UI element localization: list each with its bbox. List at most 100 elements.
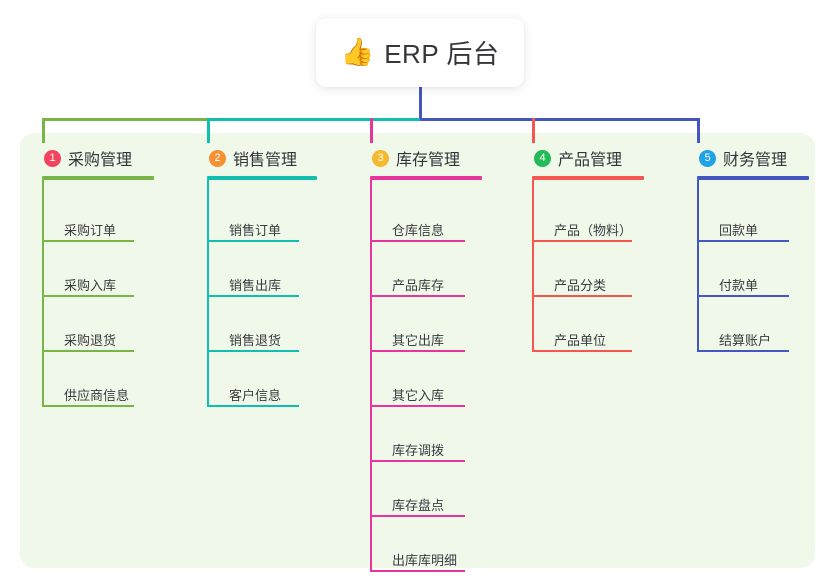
branch-item-label: 产品（物料） — [554, 223, 633, 238]
branch-item-label: 其它出库 — [392, 333, 445, 348]
branch-item[interactable]: 产品分类 — [532, 242, 644, 297]
branch-item-rule — [207, 295, 299, 297]
branch-item-rule — [207, 240, 299, 242]
branch-item-rule — [207, 405, 299, 407]
branch-item[interactable]: 付款单 — [697, 242, 809, 297]
branch-item-rule — [532, 350, 632, 352]
branch-item[interactable]: 库存盘点 — [370, 462, 482, 517]
branch-item-label: 销售订单 — [229, 223, 282, 238]
branch-header-3[interactable]: 3 库存管理 — [370, 145, 482, 171]
branch-column-产品管理: 4 产品管理产品（物料） 产品分类产品单位 — [532, 145, 644, 352]
root-stem-connector — [419, 87, 422, 121]
branch-item-label: 产品库存 — [392, 278, 445, 293]
branch-item[interactable]: 采购入库 — [42, 242, 154, 297]
branch-title: 财务管理 — [723, 152, 788, 169]
branch-item-label: 仓库信息 — [392, 223, 445, 238]
branch-item-label: 采购入库 — [64, 278, 117, 293]
branch-number-badge: 3 — [372, 149, 389, 167]
branch-item[interactable]: 产品（物料） — [532, 180, 644, 242]
branch-drop-connector-5 — [697, 118, 700, 143]
branch-item[interactable]: 其它入库 — [370, 352, 482, 407]
branch-item[interactable]: 采购退货 — [42, 297, 154, 352]
branch-header-1[interactable]: 1 采购管理 — [42, 145, 154, 171]
branch-item[interactable]: 仓库信息 — [370, 180, 482, 242]
branch-item-list: 仓库信息产品库存其它出库其它入库库存调拨库存盘点出库库明细 — [370, 180, 482, 572]
branch-item-rule — [370, 570, 465, 572]
branch-item-label: 供应商信息 — [64, 388, 130, 403]
branch-header-rule — [207, 176, 317, 180]
branch-item[interactable]: 销售订单 — [207, 180, 317, 242]
branch-item-rule — [42, 350, 134, 352]
branch-item[interactable]: 产品单位 — [532, 297, 644, 352]
branch-item[interactable]: 出库库明细 — [370, 517, 482, 572]
branch-drop-connector-2 — [207, 118, 210, 143]
branch-header-4[interactable]: 4 产品管理 — [532, 145, 644, 171]
branch-trunk-line — [207, 180, 209, 407]
branch-item-label: 库存调拨 — [392, 443, 445, 458]
branch-item-list: 销售订单销售出库销售退货客户信息 — [207, 180, 317, 407]
branch-item-rule — [42, 240, 134, 242]
branch-item[interactable]: 结算账户 — [697, 297, 809, 352]
branch-item-rule — [532, 240, 632, 242]
branch-item-rule — [697, 295, 789, 297]
root-node-label: ERP 后台 — [384, 39, 500, 69]
branch-column-库存管理: 3 库存管理仓库信息产品库存其它出库其它入库库存调拨库存盘点出库库明细 — [370, 145, 482, 572]
branch-item-list: 采购订单采购入库采购退货供应商信息 — [42, 180, 154, 407]
branch-title: 采购管理 — [68, 152, 133, 169]
branch-header-5[interactable]: 5 财务管理 — [697, 145, 809, 171]
root-node[interactable]: 👍 ERP 后台 — [316, 18, 524, 87]
branch-item[interactable]: 销售出库 — [207, 242, 317, 297]
thumbs-up-icon: 👍 — [340, 37, 375, 67]
branch-header-rule — [697, 176, 809, 180]
branch-item-label: 销售退货 — [229, 333, 282, 348]
branch-item[interactable]: 采购订单 — [42, 180, 154, 242]
branch-item-rule — [697, 350, 789, 352]
branch-item-label: 回款单 — [719, 223, 759, 238]
branch-title: 销售管理 — [233, 152, 298, 169]
branch-item[interactable]: 供应商信息 — [42, 352, 154, 407]
branch-item-label: 出库库明细 — [392, 553, 458, 568]
branch-item-label: 库存盘点 — [392, 498, 445, 513]
branch-number-badge: 4 — [534, 149, 551, 167]
branch-trunk-line — [42, 180, 44, 407]
branch-column-采购管理: 1 采购管理采购订单采购入库采购退货供应商信息 — [42, 145, 154, 407]
branch-title: 产品管理 — [558, 152, 623, 169]
branch-item-rule — [370, 405, 465, 407]
branch-item[interactable]: 回款单 — [697, 180, 809, 242]
branch-number-badge: 1 — [44, 149, 61, 167]
branch-item-rule — [370, 350, 465, 352]
branch-item-label: 采购订单 — [64, 223, 117, 238]
branch-item-rule — [697, 240, 789, 242]
branch-item[interactable]: 库存调拨 — [370, 407, 482, 462]
branch-item[interactable]: 其它出库 — [370, 297, 482, 352]
branch-header-rule — [532, 176, 644, 180]
bus-segment-3 — [420, 118, 700, 121]
bus-segment-2 — [208, 118, 421, 121]
branch-item-label: 客户信息 — [229, 388, 282, 403]
branch-item[interactable]: 产品库存 — [370, 242, 482, 297]
branch-drop-connector-1 — [42, 118, 45, 143]
branch-item-rule — [207, 350, 299, 352]
branch-header-rule — [42, 176, 154, 180]
branch-number-badge: 5 — [699, 149, 716, 167]
branch-drop-connector-4 — [532, 118, 535, 143]
branch-item-label: 付款单 — [719, 278, 759, 293]
branch-number-badge: 2 — [209, 149, 226, 167]
branch-item-label: 其它入库 — [392, 388, 445, 403]
branch-item-rule — [370, 460, 465, 462]
branch-item[interactable]: 销售退货 — [207, 297, 317, 352]
branch-item[interactable]: 客户信息 — [207, 352, 317, 407]
branch-item-list: 产品（物料） 产品分类产品单位 — [532, 180, 644, 352]
branch-item-rule — [532, 295, 632, 297]
branch-item-rule — [370, 240, 465, 242]
branch-item-list: 回款单付款单结算账户 — [697, 180, 809, 352]
branch-item-rule — [370, 515, 465, 517]
branch-header-2[interactable]: 2 销售管理 — [207, 145, 317, 171]
branch-item-label: 结算账户 — [719, 333, 772, 348]
branch-item-rule — [370, 295, 465, 297]
branch-trunk-line — [532, 180, 534, 352]
branch-title: 库存管理 — [396, 152, 461, 169]
branch-column-财务管理: 5 财务管理回款单付款单结算账户 — [697, 145, 809, 352]
branch-item-label: 采购退货 — [64, 333, 117, 348]
